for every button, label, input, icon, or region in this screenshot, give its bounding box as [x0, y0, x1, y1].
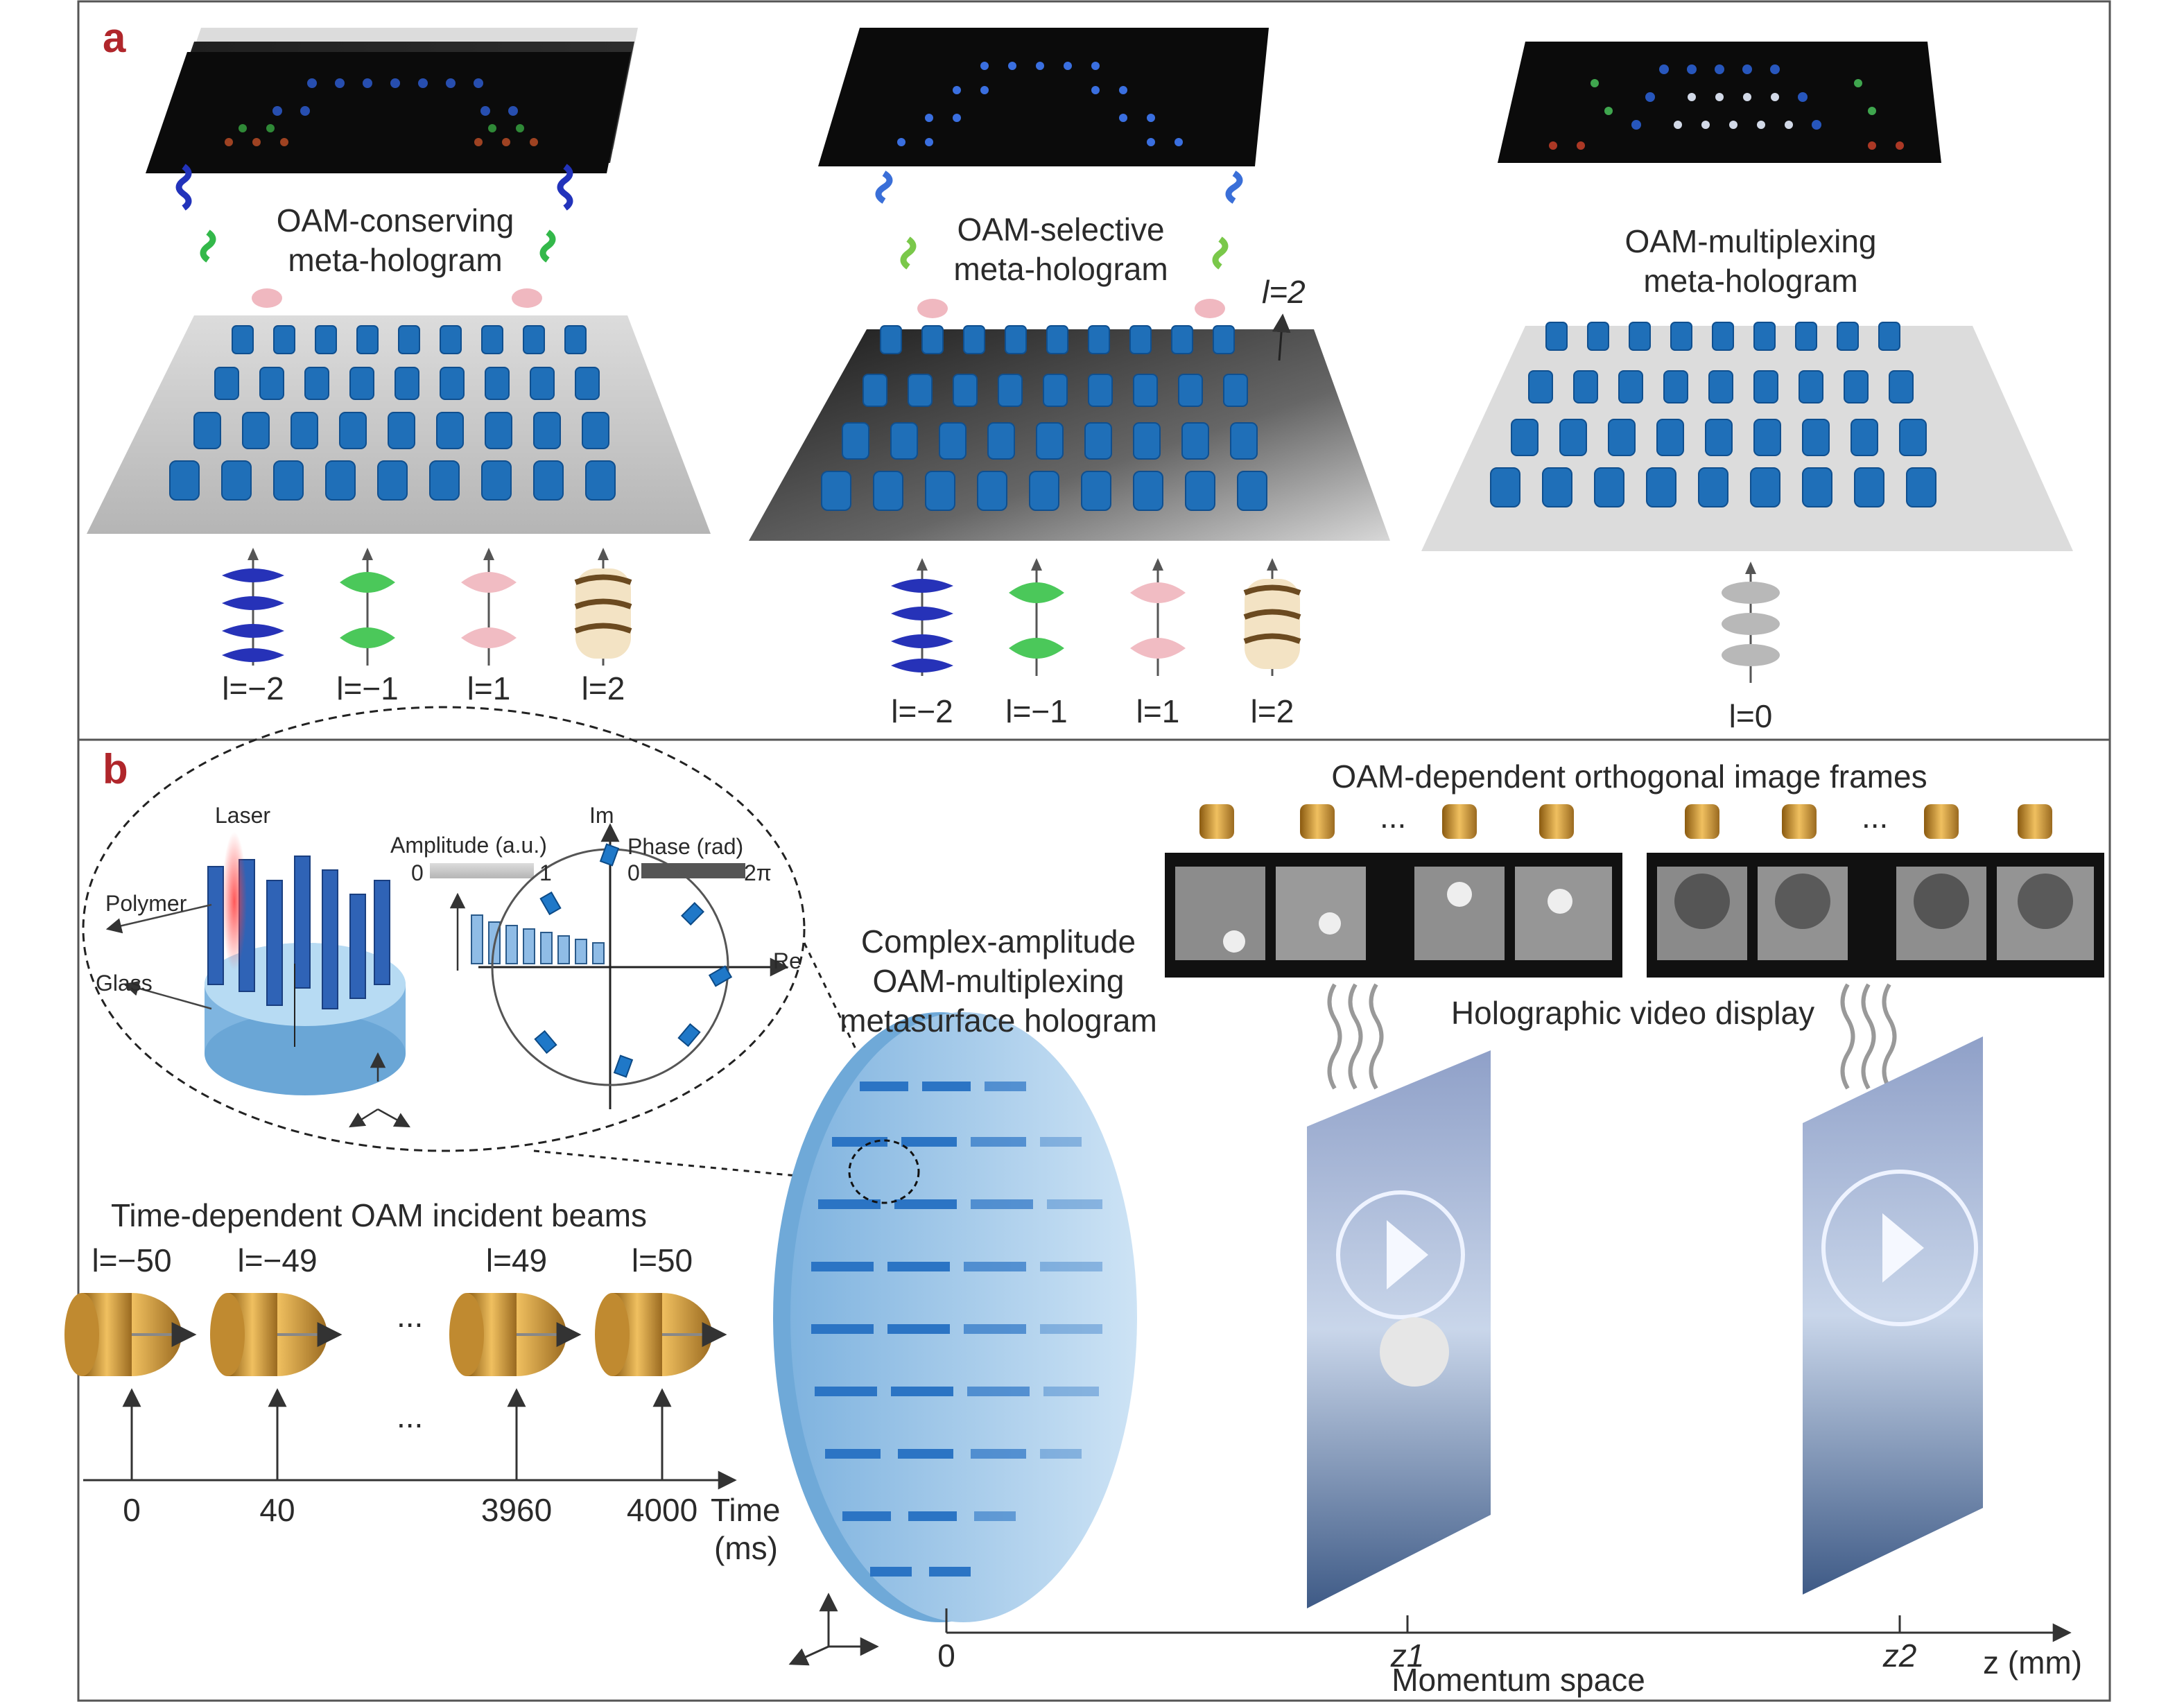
- phase-colorbar: [641, 863, 745, 878]
- device-title-line1: Complex-amplitude: [860, 923, 1136, 959]
- metasurface-plate-2: [749, 313, 1390, 541]
- mode-label-2-0: l=−2: [891, 693, 953, 729]
- time-tick-3: 4000: [626, 1492, 698, 1528]
- hologram-2-marker: l=2: [1262, 274, 1306, 310]
- momentum-label: Momentum space: [1392, 1662, 1645, 1698]
- hologram-1-title-line2: meta-hologram: [288, 242, 503, 278]
- inset-glass-label: Glass: [96, 971, 153, 996]
- hologram-2-title-line1: OAM-selective: [957, 211, 1165, 248]
- inset-re-label: Re: [773, 948, 801, 973]
- device-title-line2: OAM-multiplexing: [872, 963, 1125, 999]
- metasurface-plate-1: [87, 315, 711, 534]
- amplitude-colorbar: [430, 863, 534, 878]
- time-tick-0: 0: [123, 1492, 141, 1528]
- film-strip-2: [1647, 853, 2104, 978]
- inset-pillar-schematic: [105, 832, 410, 1128]
- complex-plane: [478, 823, 789, 1109]
- mode-label-2-1: l=−1: [1005, 693, 1068, 729]
- beam-ellipsis: ...: [397, 1298, 424, 1334]
- time-tick-1: 40: [259, 1492, 295, 1528]
- mode-label-1-3: l=2: [581, 670, 625, 706]
- oam-mode-icons-1: [222, 548, 632, 666]
- mode-label-1-1: l=−1: [336, 670, 399, 706]
- hologram-3-title-line2: meta-hologram: [1643, 263, 1858, 299]
- inset-amplitude-label: Amplitude (a.u.): [390, 833, 547, 858]
- beam-label-0: l=−50: [92, 1242, 172, 1278]
- frames-title: OAM-dependent orthogonal image frames: [1331, 758, 1927, 794]
- time-axis: [83, 1388, 737, 1490]
- hologram-3-title-line1: OAM-multiplexing: [1624, 223, 1877, 259]
- z-tick-2: z2: [1882, 1638, 1917, 1674]
- frames-ellipsis-1: ...: [1380, 799, 1407, 835]
- time-title: Time-dependent OAM incident beams: [111, 1197, 648, 1233]
- panel-a-letter: a: [103, 15, 126, 61]
- frame-beam-icons: [1199, 804, 2052, 839]
- incident-beams: [64, 1293, 727, 1376]
- time-tick-2: 3960: [480, 1492, 553, 1528]
- inset-im-label: Im: [589, 803, 614, 828]
- hologram-2-title-line2: meta-hologram: [953, 251, 1168, 287]
- mode-label-1-0: l=−2: [222, 670, 284, 706]
- hologram-1-title-line1: OAM-conserving: [276, 202, 514, 238]
- film-strip-1: [1165, 853, 1622, 978]
- time-axis-unit: (ms): [714, 1530, 778, 1566]
- beam-label-3: l=50: [631, 1242, 693, 1278]
- panel-b-letter: b: [103, 746, 128, 792]
- inset-amp-min: 0: [411, 860, 424, 885]
- hologram-screen-2: [1803, 1036, 1983, 1595]
- mode-label-1-2: l=1: [467, 670, 511, 706]
- inset-amplitude-bars: [449, 892, 605, 971]
- wavy-connectors: [1327, 983, 1897, 1090]
- oam-mode-icon-3: [1722, 562, 1780, 683]
- video-label: Holographic video display: [1450, 995, 1815, 1031]
- mode-label-3: l=0: [1728, 698, 1773, 734]
- time-axis-label: Time: [711, 1492, 781, 1528]
- oam-beams-icons-a: [175, 164, 1243, 318]
- hologram-plate-1: [146, 28, 638, 173]
- hologram-screen-1: [1307, 1050, 1491, 1608]
- mode-label-2-2: l=1: [1136, 693, 1180, 729]
- frames-ellipsis-2: ...: [1862, 799, 1889, 835]
- inset-polymer-label: Polymer: [105, 891, 187, 916]
- device-title-line3: metasurface hologram: [840, 1002, 1157, 1039]
- disc-axis-triad: [788, 1592, 879, 1666]
- inset-phase-label: Phase (rad): [627, 834, 744, 859]
- mode-label-2-3: l=2: [1250, 693, 1294, 729]
- inset-phase-max: 2π: [744, 860, 772, 885]
- z-axis-label: z (mm): [1983, 1644, 2083, 1681]
- inset-laser-label: Laser: [215, 803, 271, 828]
- metasurface-disc: [773, 1012, 1137, 1622]
- beam-label-1: l=−49: [237, 1242, 318, 1278]
- z-axis: [945, 1608, 2072, 1642]
- metasurface-plate-3: [1421, 322, 2073, 551]
- inset-ellipse: [82, 706, 806, 1152]
- time-ellipsis: ...: [397, 1398, 424, 1434]
- inset-phase-min: 0: [627, 860, 640, 885]
- hologram-plate-2: [818, 28, 1269, 166]
- z-tick-0: 0: [937, 1638, 955, 1674]
- hologram-plate-3: [1498, 42, 1941, 163]
- beam-label-2: l=49: [485, 1242, 548, 1278]
- oam-mode-icons-2: [891, 558, 1301, 676]
- z-tick-1: z1: [1390, 1638, 1425, 1674]
- inset-amp-max: 1: [539, 860, 552, 885]
